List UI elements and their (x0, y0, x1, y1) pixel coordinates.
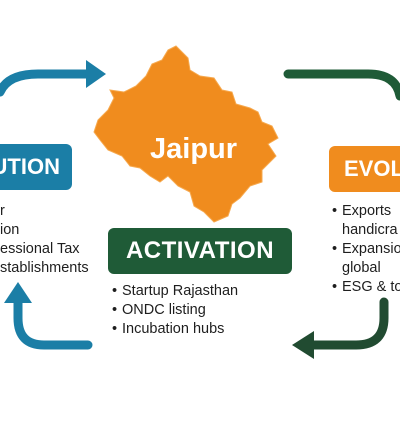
list-item: r (0, 203, 5, 219)
list-item: ONDC listing (122, 301, 238, 320)
cycle-arrow-top-left-icon (0, 60, 106, 97)
rajasthan-map-icon (93, 45, 279, 223)
list-item: stablishments (0, 260, 89, 276)
stage-right-pill: EVOL (329, 146, 400, 192)
stage-activation-list: Startup Rajasthan ONDC listing Incubatio… (122, 282, 238, 339)
cycle-arrow-bottom-left-icon (4, 282, 93, 350)
cycle-arrow-top-right-icon (283, 69, 400, 101)
map-city-label: Jaipur (150, 133, 238, 165)
cycle-arrow-bottom-right-icon (292, 297, 389, 359)
list-item: ESG & to (342, 278, 400, 297)
stage-right-list: Exports handicra Expansio global ESG & t… (342, 202, 400, 297)
list-item: Exports (342, 202, 400, 221)
list-item: essional Tax (0, 241, 80, 257)
list-item: Incubation hubs (122, 320, 238, 339)
list-item: global (342, 260, 381, 276)
stage-left-list: r ion essional Tax stablishments (0, 202, 89, 278)
list-item: handicra (342, 222, 398, 238)
stage-left-pill: UTION (0, 144, 72, 190)
list-item: Startup Rajasthan (122, 282, 238, 301)
stage-activation-pill: ACTIVATION (108, 228, 292, 274)
list-item: ion (0, 222, 20, 238)
list-item: Expansio (342, 240, 400, 259)
